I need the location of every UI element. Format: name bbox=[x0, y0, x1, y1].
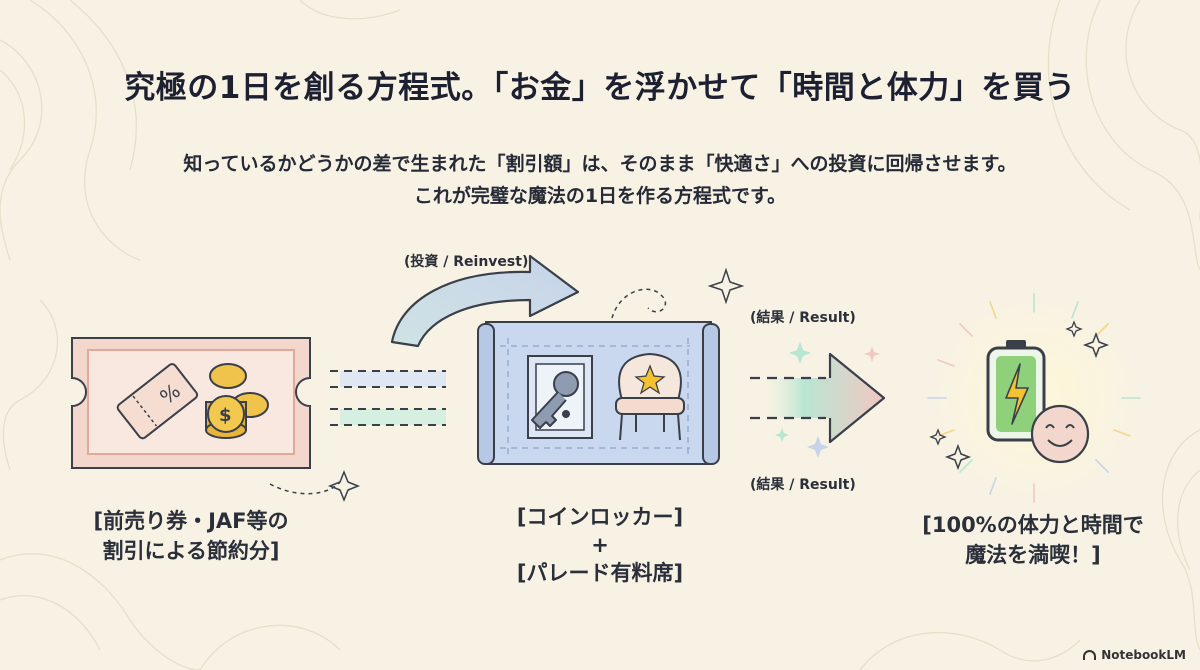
sparkle-icon bbox=[929, 428, 947, 446]
savings-caption: [前売り券・JAF等の 割引による節約分] bbox=[86, 506, 296, 566]
investment-caption: [コインロッカー] + [パレード有料席] bbox=[490, 503, 710, 587]
reinvest-arrow bbox=[390, 254, 580, 348]
coin-dollar-symbol: $ bbox=[219, 405, 232, 426]
investment-caption-line-1: [コインロッカー] bbox=[516, 505, 684, 529]
subtitle-line-2: これが完璧な魔法の1日を作る方程式です。 bbox=[413, 185, 787, 207]
smiley-face-icon bbox=[1030, 404, 1090, 464]
reinvest-label: (投資 / Reinvest) bbox=[404, 254, 529, 270]
key-icon bbox=[531, 371, 579, 429]
sparkle-icon bbox=[1082, 331, 1110, 359]
subtitle-line-1: 知っているかどうかの差で生まれた「割引額」は、そのまま「快適さ」への投資に回帰さ… bbox=[183, 153, 1017, 175]
notebooklm-logo-icon bbox=[1083, 650, 1097, 660]
result-arrow bbox=[750, 342, 886, 458]
result-label-bottom: (結果 / Result) bbox=[750, 477, 856, 493]
lightning-bolt-icon bbox=[1005, 363, 1029, 425]
result-label-top: (結果 / Result) bbox=[750, 310, 856, 326]
brand-name: NotebookLM bbox=[1101, 648, 1186, 662]
result-caption: [100%の体力と時間で 魔法を満喫！] bbox=[908, 510, 1158, 570]
brand-watermark: NotebookLM bbox=[1083, 648, 1186, 662]
savings-caption-line-1: [前売り券・JAF等の bbox=[93, 509, 289, 533]
sparkle-icon bbox=[707, 267, 745, 305]
investment-caption-line-2: [パレード有料席] bbox=[516, 561, 684, 585]
subtitle: 知っているかどうかの差で生まれた「割引額」は、そのまま「快適さ」への投資に回帰さ… bbox=[0, 148, 1200, 212]
investment-caption-operator: + bbox=[591, 533, 609, 557]
savings-caption-line-2: 割引による節約分] bbox=[102, 539, 280, 563]
result-caption-line-2: 魔法を満喫！] bbox=[965, 543, 1101, 567]
sparkle-icon bbox=[327, 469, 361, 503]
discount-ticket-icon: % bbox=[71, 337, 311, 469]
sparkle-icon bbox=[944, 443, 972, 471]
sparkle-icon bbox=[1065, 320, 1083, 338]
result-caption-line-1: [100%の体力と時間で bbox=[922, 513, 1144, 537]
equals-sign-icon bbox=[330, 370, 446, 426]
blueprint-scroll-icon bbox=[477, 321, 720, 465]
page-title: 究極の1日を創る方程式。「お金」を浮かせて「時間と体力」を買う bbox=[124, 70, 1076, 106]
throne-chair-icon bbox=[615, 352, 685, 441]
coins-icon: $ bbox=[205, 363, 269, 439]
full-battery-icon bbox=[986, 340, 1046, 442]
